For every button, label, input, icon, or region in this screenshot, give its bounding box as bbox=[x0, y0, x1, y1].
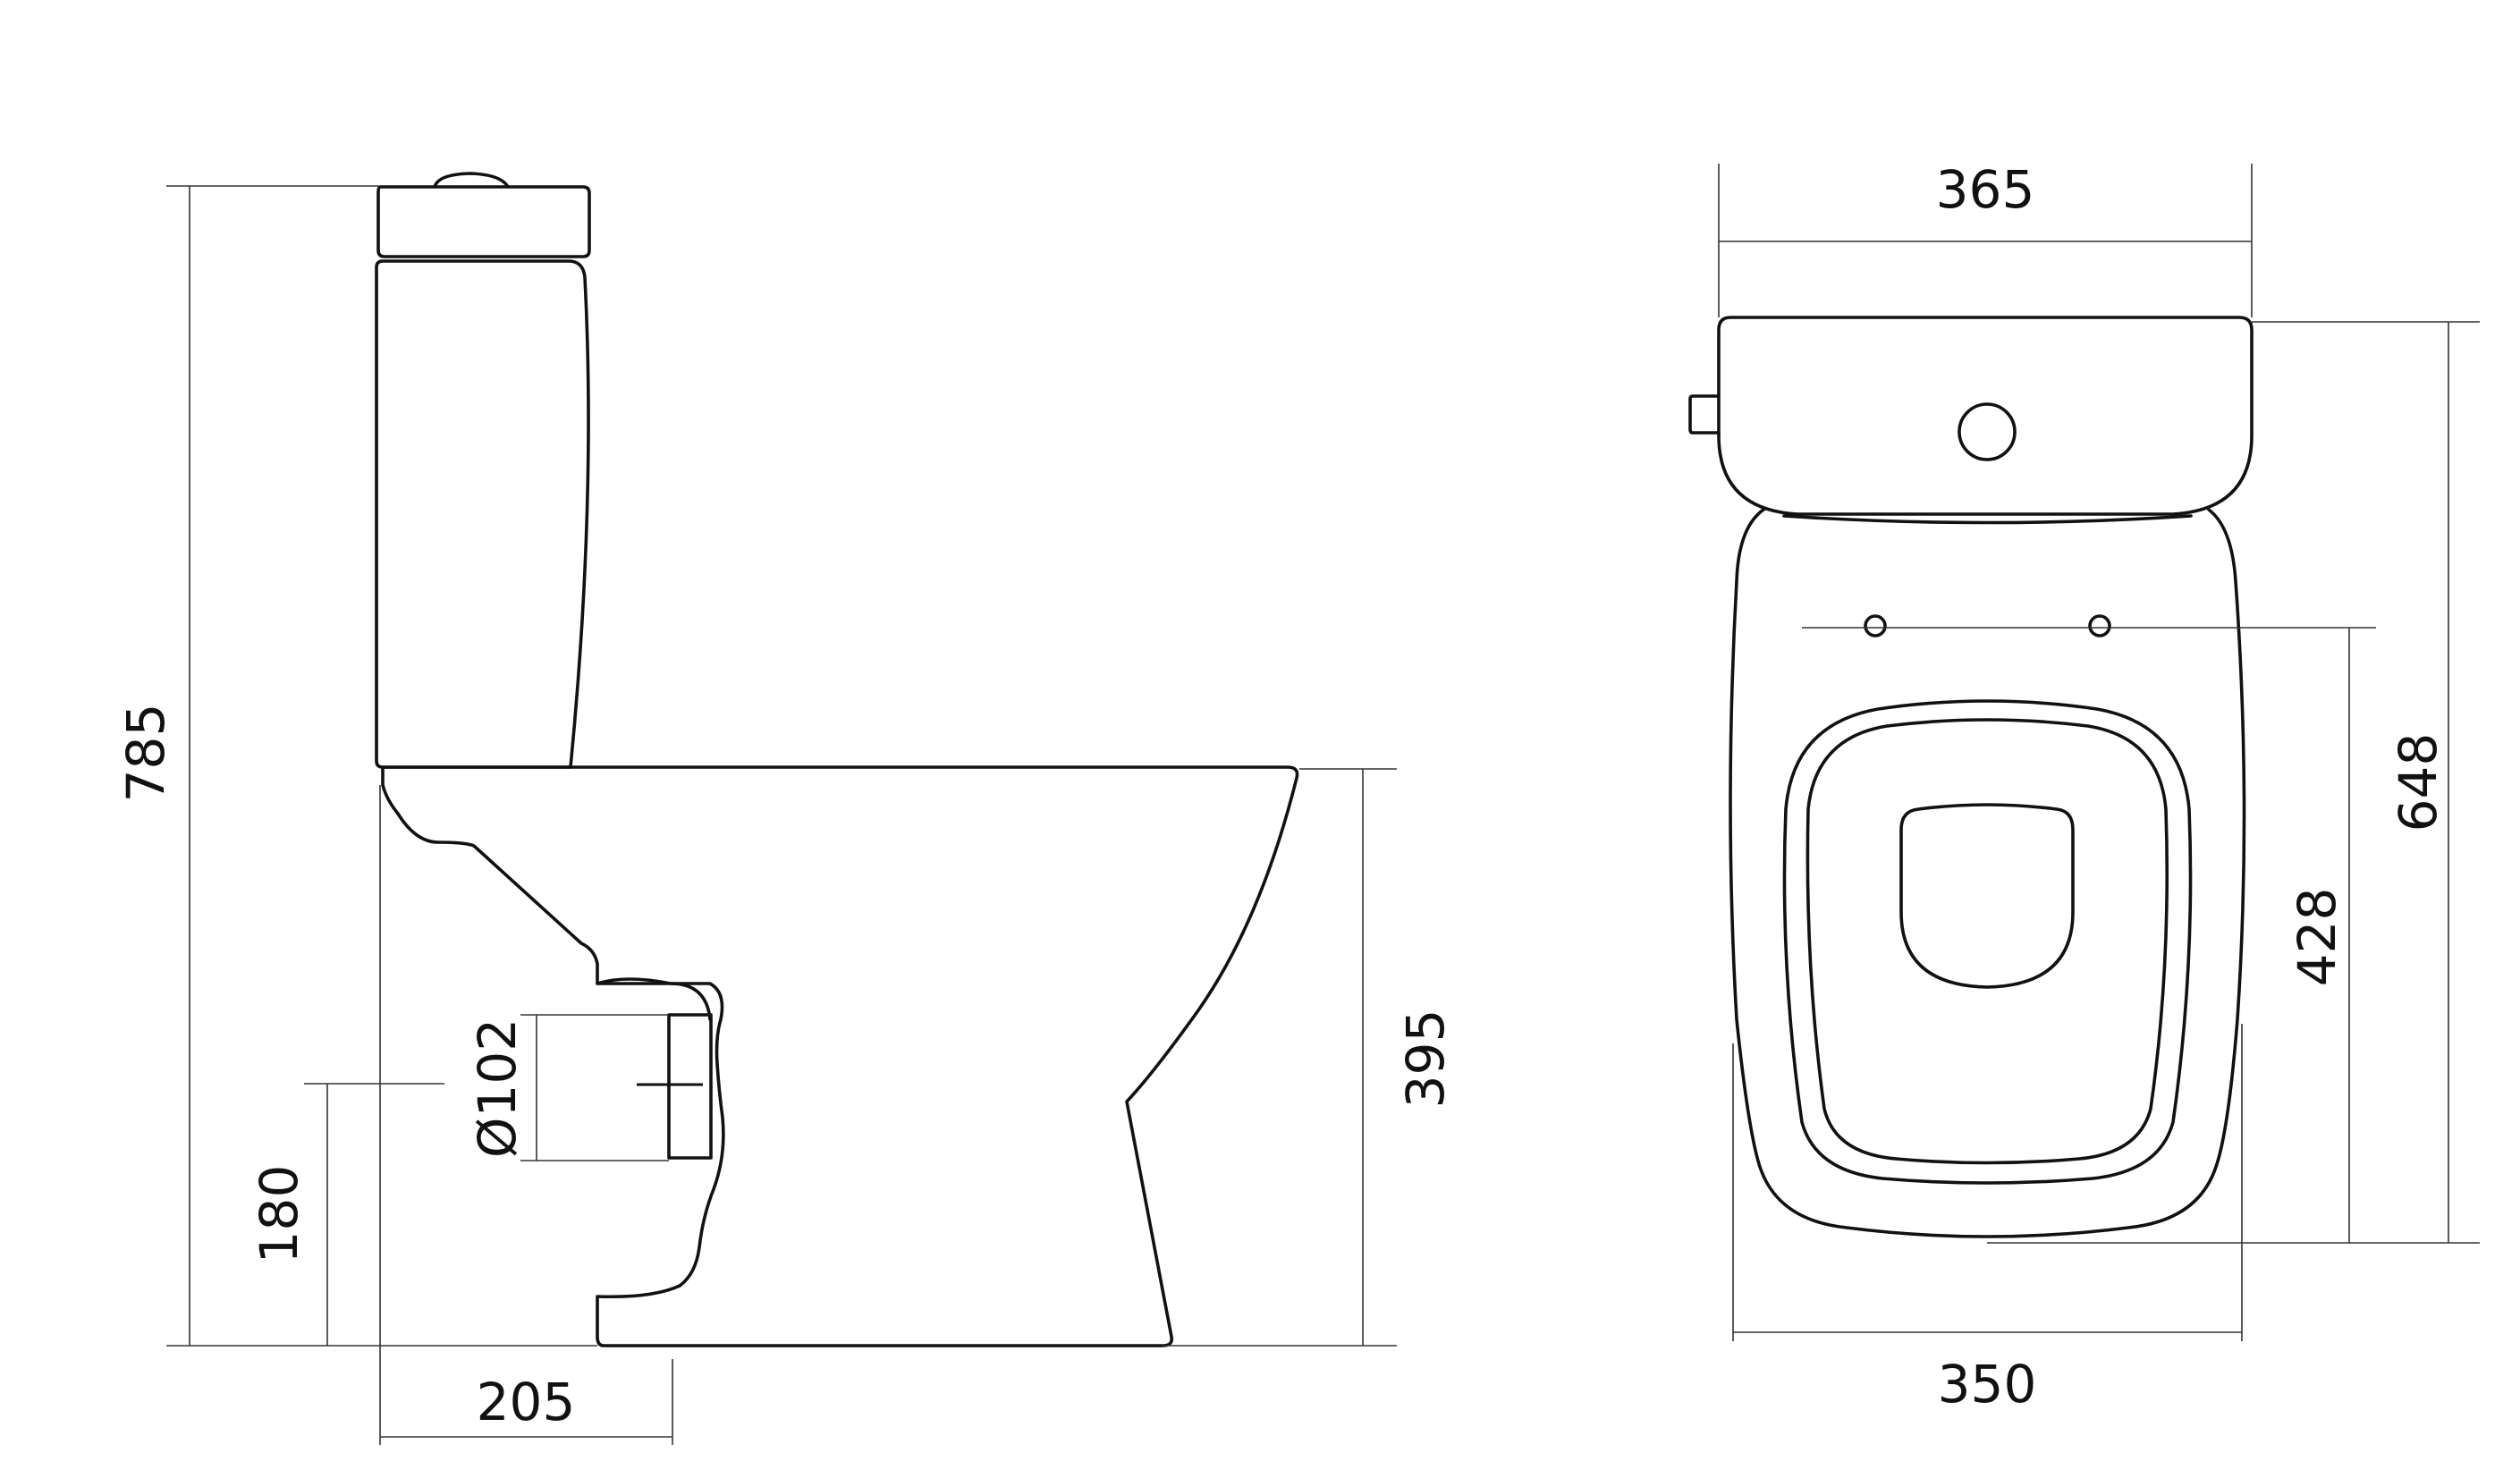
cistern-top bbox=[1717, 316, 2254, 516]
bowl-top-outline bbox=[1729, 508, 2246, 1238]
dim-total-height: 785 bbox=[115, 704, 176, 803]
cistern-lid bbox=[376, 185, 591, 258]
bowl-opening bbox=[1899, 803, 2075, 989]
dim-outlet-height: 180 bbox=[249, 1165, 309, 1264]
dim-outlet-diameter: Ø102 bbox=[467, 1018, 528, 1158]
dim-total-depth: 648 bbox=[2388, 733, 2448, 832]
dim-fixing-to-front: 428 bbox=[2287, 888, 2347, 987]
cistern-body bbox=[375, 259, 590, 769]
dim-tank-width: 365 bbox=[1936, 159, 2035, 220]
seat-hinge-edge bbox=[1782, 514, 2193, 525]
outlet-pipe bbox=[667, 1013, 713, 1160]
flush-button-top bbox=[1958, 402, 2017, 461]
flush-lever bbox=[1688, 394, 1721, 435]
outlet-contour bbox=[596, 977, 712, 1021]
dim-bowl-height: 395 bbox=[1395, 1009, 1456, 1109]
top-view: 365 350 648 428 bbox=[1688, 159, 2480, 1415]
dim-outlet-offset: 205 bbox=[477, 1372, 576, 1432]
seat-outer bbox=[1782, 699, 2193, 1185]
flush-button-side bbox=[433, 172, 510, 189]
side-view: 785 395 180 Ø102 205 bbox=[115, 172, 1456, 1445]
seat-inner bbox=[1805, 718, 2169, 1165]
fixing-hole-left bbox=[1864, 614, 1887, 638]
dim-bowl-width: 350 bbox=[1938, 1354, 2037, 1415]
bowl-outline bbox=[381, 765, 1299, 1347]
fixing-hole-right bbox=[2088, 614, 2111, 638]
